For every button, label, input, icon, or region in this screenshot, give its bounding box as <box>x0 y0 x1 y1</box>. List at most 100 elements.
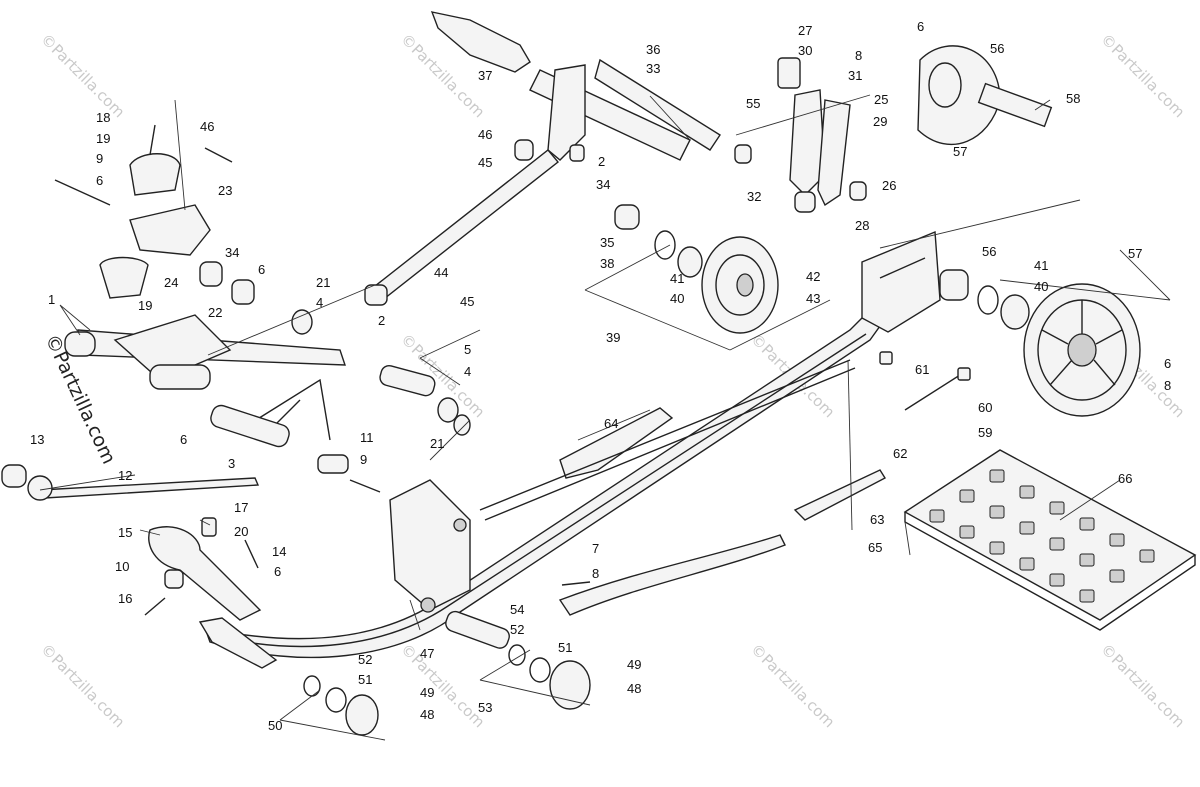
rear-arm-link <box>817 99 851 207</box>
callout: 6 <box>96 173 103 188</box>
arm-tube-36 <box>594 58 721 151</box>
rod-44 <box>369 149 559 303</box>
callout: 7 <box>592 541 599 556</box>
torque-arm-cross <box>113 314 232 381</box>
callout: 50 <box>268 718 282 733</box>
spring-12 <box>38 477 260 499</box>
bolt-9 <box>349 479 381 493</box>
wheel-hub <box>1067 333 1097 367</box>
callout: 52 <box>358 652 372 667</box>
callout: 14 <box>272 544 286 559</box>
bolt-18 <box>149 124 156 156</box>
callout: 2 <box>598 154 605 169</box>
callout: 2 <box>378 313 385 328</box>
callout: 64 <box>604 416 618 431</box>
callout: 46 <box>200 119 214 134</box>
bolt-8 <box>561 581 591 586</box>
callout: 49 <box>627 657 641 672</box>
watermark: ©Partzilla.com <box>397 640 488 731</box>
front-suspension <box>1 314 471 501</box>
callout: 56 <box>990 41 1004 56</box>
callout: 26 <box>882 178 896 193</box>
callout: 33 <box>646 61 660 76</box>
rail-assembly <box>198 230 941 669</box>
clamp-19 <box>129 153 181 196</box>
watermark: ©Partzilla.com <box>1097 640 1188 731</box>
axle-54 <box>445 610 510 649</box>
bolt-46 <box>204 147 233 163</box>
group-bracket <box>584 244 831 351</box>
bracket-27 <box>777 57 801 89</box>
callout: 55 <box>746 96 760 111</box>
callout: 46 <box>478 127 492 142</box>
bearing-51 <box>529 657 551 683</box>
spacer-35 <box>614 204 640 230</box>
callout: 1 <box>48 292 55 307</box>
callout: 40 <box>670 291 684 306</box>
nut-61 <box>879 351 893 365</box>
ring-52 <box>303 675 321 697</box>
watermark: ©Partzilla.com <box>37 30 128 121</box>
callout: 9 <box>360 452 367 467</box>
clamp-19 <box>99 256 149 299</box>
callout: 17 <box>234 500 248 515</box>
callout: 6 <box>180 432 187 447</box>
callout: 4 <box>464 364 471 379</box>
callout: 19 <box>96 131 110 146</box>
shock-rod <box>364 139 559 306</box>
bearing-40 <box>677 246 703 278</box>
pivot-bushing <box>794 191 816 213</box>
spacer-11 <box>317 454 349 474</box>
rail-rib <box>479 359 856 521</box>
callout: 9 <box>96 151 103 166</box>
bolt-59 <box>904 374 961 411</box>
callout: 24 <box>164 275 178 290</box>
callout-labels: 1 2 2 3 4 4 5 6 6 6 6 6 6 7 8 8 8 9 9 10… <box>30 19 1171 733</box>
nut-60 <box>957 367 971 381</box>
shock-bracket <box>54 124 313 335</box>
callout: 42 <box>806 269 820 284</box>
callout: 27 <box>798 23 812 38</box>
front-arm <box>430 11 721 162</box>
callout: 16 <box>118 591 132 606</box>
washer-21 <box>453 414 471 436</box>
spacer-22 <box>231 279 255 305</box>
idler-wheel-assembly <box>584 204 831 351</box>
bearing-51 <box>325 687 347 713</box>
rear-idler-wheel <box>939 269 1141 417</box>
callout: 21 <box>430 436 444 451</box>
callout: 43 <box>806 291 820 306</box>
bushing-4 <box>437 397 459 423</box>
callout: 56 <box>982 244 996 259</box>
callout: 48 <box>627 681 641 696</box>
track-edge <box>904 512 1196 631</box>
callout: 41 <box>1034 258 1048 273</box>
callout: 19 <box>138 298 152 313</box>
pivot-bushing <box>734 144 752 164</box>
lower-wheels <box>279 610 591 741</box>
callout: 45 <box>478 155 492 170</box>
bolt-16 <box>144 597 166 616</box>
leader-line <box>847 359 853 531</box>
bushing-13 <box>1 464 27 488</box>
hyfax-slide <box>558 534 786 616</box>
callout: 47 <box>420 646 434 661</box>
callout-leaders <box>39 94 1171 631</box>
callout: 54 <box>510 602 524 617</box>
spacer-24 <box>199 261 223 287</box>
top-rear-wheel <box>917 45 1053 146</box>
callout: 45 <box>460 294 474 309</box>
spacer-3 <box>210 404 290 448</box>
lever-15 <box>148 526 262 621</box>
callout: 51 <box>558 640 572 655</box>
rail-tip <box>198 617 278 669</box>
bolt-9 <box>54 179 111 206</box>
rear-arm <box>734 57 867 213</box>
callout: 53 <box>478 700 492 715</box>
callout: 8 <box>592 566 599 581</box>
callout: 60 <box>978 400 992 415</box>
callout: 48 <box>420 707 434 722</box>
callout: 51 <box>358 672 372 687</box>
wear-strips <box>558 359 886 616</box>
